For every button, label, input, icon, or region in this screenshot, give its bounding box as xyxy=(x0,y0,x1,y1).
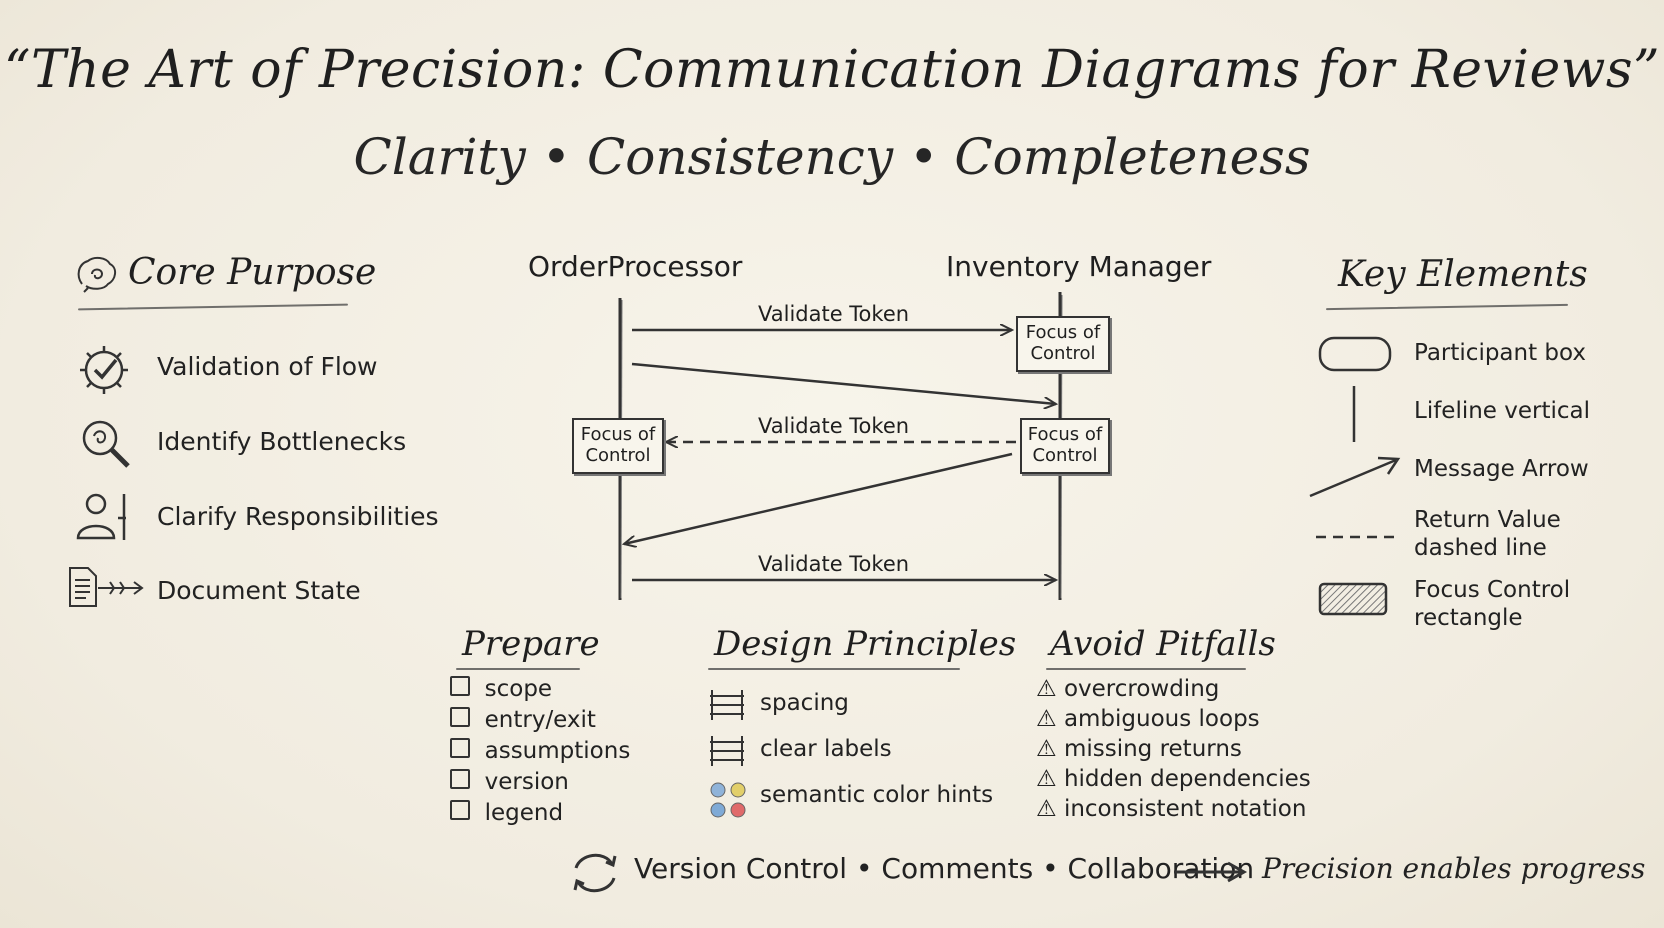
participant-order-processor: OrderProcessor xyxy=(528,250,743,283)
refresh-cycle-icon xyxy=(573,853,617,893)
focus-rectangle-icon xyxy=(1318,582,1388,616)
core-item-responsibilities: Clarify Responsibilities xyxy=(157,502,439,531)
message-label-1: Validate Token xyxy=(758,302,910,326)
pitfall-item: ⚠ overcrowding xyxy=(1036,676,1219,702)
core-item-bottlenecks: Identify Bottlenecks xyxy=(157,427,407,456)
avoid-pitfalls-underline xyxy=(1046,668,1246,670)
document-arrow-icon xyxy=(69,567,144,607)
checkbox-icon[interactable] xyxy=(450,738,470,758)
message-arrow-3 xyxy=(624,452,1013,544)
checkbox-icon[interactable] xyxy=(450,707,470,727)
magnifier-icon xyxy=(82,420,130,468)
message-arrow-2 xyxy=(631,362,1056,404)
checkbox-icon[interactable] xyxy=(450,676,470,696)
key-item-focus-control: Focus Control rectangle xyxy=(1414,576,1570,632)
checklist-label: legend xyxy=(484,800,564,826)
message-label-2: Validate Token xyxy=(758,414,910,438)
principle-semantic-color: semantic color hints xyxy=(760,782,994,808)
return-value-line1: Return Value xyxy=(1414,507,1561,533)
checklist-item-assumptions[interactable]: assumptions xyxy=(450,738,630,764)
dashed-line-icon xyxy=(1316,535,1398,539)
warning-icon: ⚠ xyxy=(1036,676,1057,702)
footer-right-text: Precision enables progress xyxy=(1262,852,1646,885)
focus-of-control-box-3: Focus of Control xyxy=(572,418,664,474)
spacing-grid-icon xyxy=(710,690,744,720)
participant-box-icon xyxy=(1318,336,1392,372)
key-item-participant-box: Participant box xyxy=(1414,340,1587,366)
focus-of-control-box-2: Focus of Control xyxy=(1020,418,1110,474)
checklist-item-version[interactable]: version xyxy=(450,769,569,795)
pitfall-label: missing returns xyxy=(1063,736,1242,762)
prepare-underline xyxy=(456,668,580,670)
pitfall-label: overcrowding xyxy=(1063,676,1220,702)
focus-of-control-box-1: Focus of Control xyxy=(1016,316,1110,372)
checklist-item-scope[interactable]: scope xyxy=(450,676,552,702)
checkbox-icon[interactable] xyxy=(450,769,470,789)
design-principles-heading: Design Principles xyxy=(714,624,1017,664)
warning-icon: ⚠ xyxy=(1036,796,1057,822)
checklist-item-legend[interactable]: legend xyxy=(450,800,563,826)
focus-control-line1: Focus Control xyxy=(1414,577,1571,603)
warning-icon: ⚠ xyxy=(1036,706,1057,732)
focus-control-line2: rectangle xyxy=(1414,605,1523,631)
focus-label-line2: Control xyxy=(1032,445,1098,466)
checklist-item-entry-exit[interactable]: entry/exit xyxy=(450,707,596,733)
key-elements-heading: Key Elements xyxy=(1338,254,1588,295)
key-item-lifeline: Lifeline vertical xyxy=(1414,398,1591,424)
participant-inventory-manager: Inventory Manager xyxy=(946,250,1212,283)
pitfall-label: ambiguous loops xyxy=(1063,706,1260,732)
labels-grid-icon xyxy=(710,736,744,766)
brain-swirl-icon xyxy=(77,256,116,293)
pitfall-item: ⚠ ambiguous loops xyxy=(1036,706,1260,732)
pitfall-label: hidden dependencies xyxy=(1063,766,1311,792)
key-item-return-value: Return Value dashed line xyxy=(1414,506,1561,562)
design-principles-underline xyxy=(708,668,960,670)
warning-icon: ⚠ xyxy=(1036,766,1057,792)
lifeline-icon xyxy=(1352,386,1356,442)
checklist-label: scope xyxy=(484,676,553,702)
prepare-heading: Prepare xyxy=(462,624,600,664)
principle-spacing: spacing xyxy=(760,690,849,716)
warning-icon: ⚠ xyxy=(1036,736,1057,762)
checklist-label: version xyxy=(484,769,569,795)
pitfall-item: ⚠ hidden dependencies xyxy=(1036,766,1311,792)
return-value-line2: dashed line xyxy=(1414,535,1547,561)
footer-left-text: Version Control • Comments • Collaborati… xyxy=(634,852,1255,885)
gear-check-icon xyxy=(80,346,128,394)
focus-label-line2: Control xyxy=(585,445,651,466)
message-arrow-icon xyxy=(1309,456,1401,498)
focus-label-line1: Focus of xyxy=(580,424,656,445)
pitfall-label: inconsistent notation xyxy=(1063,796,1307,822)
checklist-label: entry/exit xyxy=(484,707,596,733)
principle-clear-labels: clear labels xyxy=(760,736,892,762)
focus-label-line2: Control xyxy=(1030,343,1096,364)
pitfall-item: ⚠ inconsistent notation xyxy=(1036,796,1306,822)
color-dots-icon xyxy=(710,782,746,818)
page-title: “The Art of Precision: Communication Dia… xyxy=(3,40,1661,100)
page-subtitle: Clarity • Consistency • Completeness xyxy=(353,128,1311,186)
pitfall-item: ⚠ missing returns xyxy=(1036,736,1242,762)
core-item-validation: Validation of Flow xyxy=(157,352,378,381)
avoid-pitfalls-heading: Avoid Pitfalls xyxy=(1050,624,1276,664)
message-label-3: Validate Token xyxy=(758,552,910,576)
core-item-document-state: Document State xyxy=(157,576,361,605)
person-icon xyxy=(76,493,126,540)
focus-label-line1: Focus of xyxy=(1025,322,1101,343)
core-purpose-heading: Core Purpose xyxy=(128,252,377,293)
key-item-message-arrow: Message Arrow xyxy=(1414,456,1589,482)
checkbox-icon[interactable] xyxy=(450,800,470,820)
checklist-label: assumptions xyxy=(484,738,631,764)
arrow-right-icon xyxy=(1174,861,1248,883)
focus-label-line1: Focus of xyxy=(1027,424,1103,445)
